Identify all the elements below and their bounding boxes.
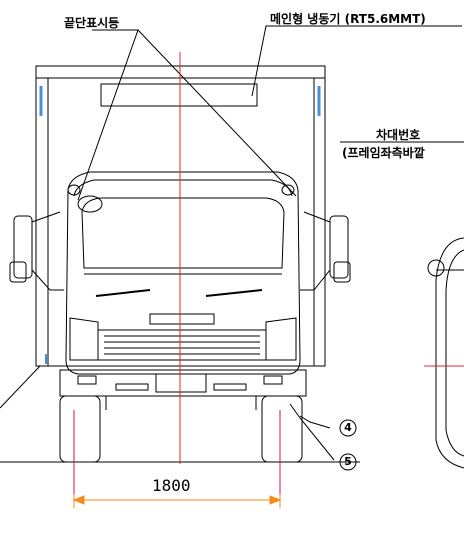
plate-number-label: 차대번호 <box>376 128 421 142</box>
right-mirror <box>329 215 349 279</box>
front-bumper <box>59 369 307 397</box>
cab-outline <box>65 171 301 375</box>
windshield <box>81 197 285 269</box>
right-headlight <box>265 317 297 361</box>
track-width-dimension <box>72 494 282 508</box>
plate-position-label: (프레임좌측바깥 <box>342 146 425 160</box>
track-width-value: 1800 <box>152 476 191 495</box>
refrigeration-unit <box>100 83 258 107</box>
right-front-tire <box>261 395 303 463</box>
left-mirror <box>13 215 33 279</box>
refrigerator-label: 메인형 냉동기 (RT5.6MMT) <box>270 12 426 26</box>
callout-5-circle <box>339 453 357 471</box>
front-grille <box>97 329 267 361</box>
license-plate <box>155 373 207 393</box>
callout-4-circle <box>339 419 357 437</box>
refrigerator-leader <box>251 25 462 97</box>
callout-4: 4 <box>344 421 352 434</box>
left-marker-lamp <box>77 195 103 213</box>
grille-slats <box>104 335 260 355</box>
left-front-tire <box>59 395 101 463</box>
left-headlight <box>69 317 99 361</box>
marker-lamp-label: 끝단표시등 <box>64 16 120 30</box>
side-view-cab <box>435 237 464 469</box>
marker-lamp-leader <box>77 29 139 201</box>
callout-5: 5 <box>344 455 352 468</box>
